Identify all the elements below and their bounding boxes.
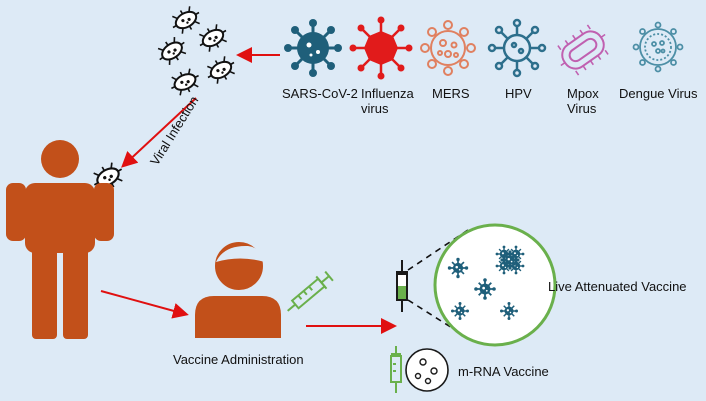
- influenza-virus-icon: [349, 16, 413, 80]
- live-attenuated-vaccine-label: Live Attenuated Vaccine: [548, 279, 687, 294]
- arrow-germs-to-person: [121, 97, 197, 168]
- virus-label-sars-cov-2: SARS-CoV-2: [282, 86, 358, 101]
- virus-label-mers: MERS: [432, 86, 470, 101]
- virus-label-mpox: Mpox Virus: [567, 86, 599, 116]
- vaccine-recipient-icon: [195, 240, 281, 338]
- virus-label-dengue: Dengue Virus: [619, 86, 698, 101]
- mpox-virus-icon: [557, 24, 609, 76]
- germ-cluster-icon: [152, 1, 241, 100]
- mers-virus-icon: [420, 20, 476, 76]
- virus-label-influenza: Influenza virus: [361, 86, 414, 116]
- virus-label-hpv: HPV: [505, 86, 532, 101]
- syringe-live-vaccine-icon: [396, 260, 408, 312]
- mrna-vaccine-label: m-RNA Vaccine: [458, 364, 549, 379]
- mrna-syringe-icon: [390, 346, 402, 393]
- mrna-dish-icon: [405, 348, 449, 392]
- person-icon: [6, 140, 114, 339]
- live-vaccine-magnified-circle: [433, 223, 557, 347]
- arrow-person-to-administration: [100, 290, 189, 319]
- dengue-virus-icon: [632, 21, 684, 73]
- vaccine-administration-label: Vaccine Administration: [173, 352, 304, 367]
- sars-cov-2-icon: [284, 19, 342, 77]
- hpv-virus-icon: [487, 18, 547, 78]
- syringe-icon: [287, 270, 334, 312]
